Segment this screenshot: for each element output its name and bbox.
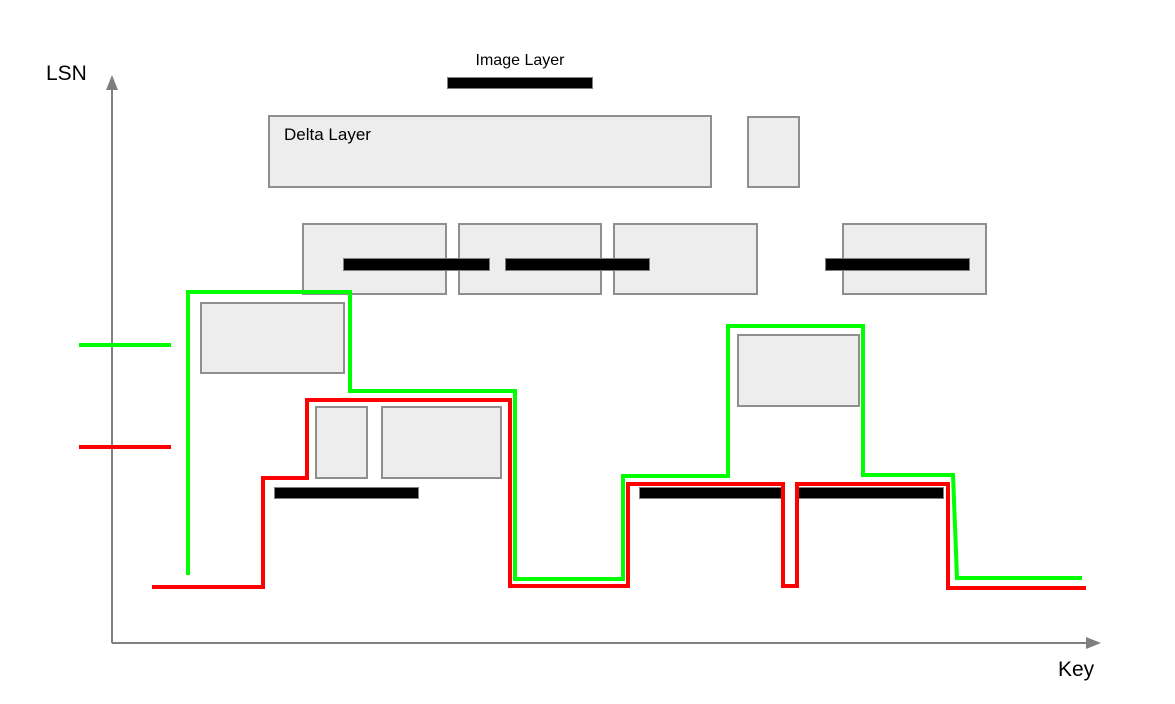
delta-layer-rect: Delta Layer — [268, 115, 712, 188]
image-layer-bar — [825, 258, 970, 271]
delta-layer-rect — [315, 406, 368, 479]
delta-layer-rect — [747, 116, 800, 188]
delta-layer-rect — [737, 334, 860, 407]
image-layer-bar — [274, 487, 419, 499]
image-layer-bar — [639, 487, 783, 499]
delta-layer-caption: Delta Layer — [284, 125, 371, 144]
image-layer-bar — [505, 258, 650, 271]
delta-layer-rect — [200, 302, 345, 374]
image-layer-bar — [798, 487, 944, 499]
delta-layer-rect — [381, 406, 502, 479]
image-layer-bar — [447, 77, 593, 89]
image-layer-bar — [343, 258, 490, 271]
